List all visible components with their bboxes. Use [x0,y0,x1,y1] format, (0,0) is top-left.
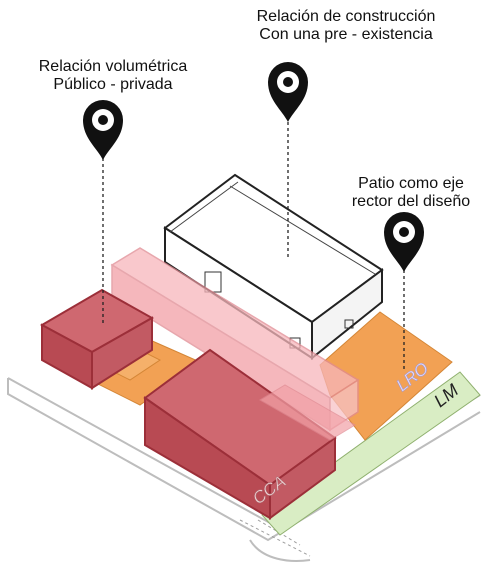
callout-patio-line1: Patio como eje [358,175,464,192]
callout-volumetrica-line2: Público - privada [53,76,173,93]
callout-patio-line2: rector del diseño [351,193,471,210]
red-volume-front [143,348,356,520]
callout-construccion-line1: Relación de construcción [256,8,436,25]
map-pin-icon [384,212,424,272]
map-pin-icon [268,62,308,122]
leader-lines [102,122,405,372]
callout-construccion-line2: Con una pre - existencia [259,26,433,43]
translucent-volume [110,247,360,432]
red-volume-left [39,288,155,390]
callout-volumetrica: Relación volumétrica Público - privada [8,58,218,94]
sidewalk-strip [261,371,481,536]
callout-volumetrica-line1: Relación volumétrica [38,58,188,75]
map-pin-icon [83,100,123,160]
callout-patio: Patio como eje rector del diseño [326,175,494,211]
callout-construccion: Relación de construcción Con una pre - e… [228,8,464,44]
